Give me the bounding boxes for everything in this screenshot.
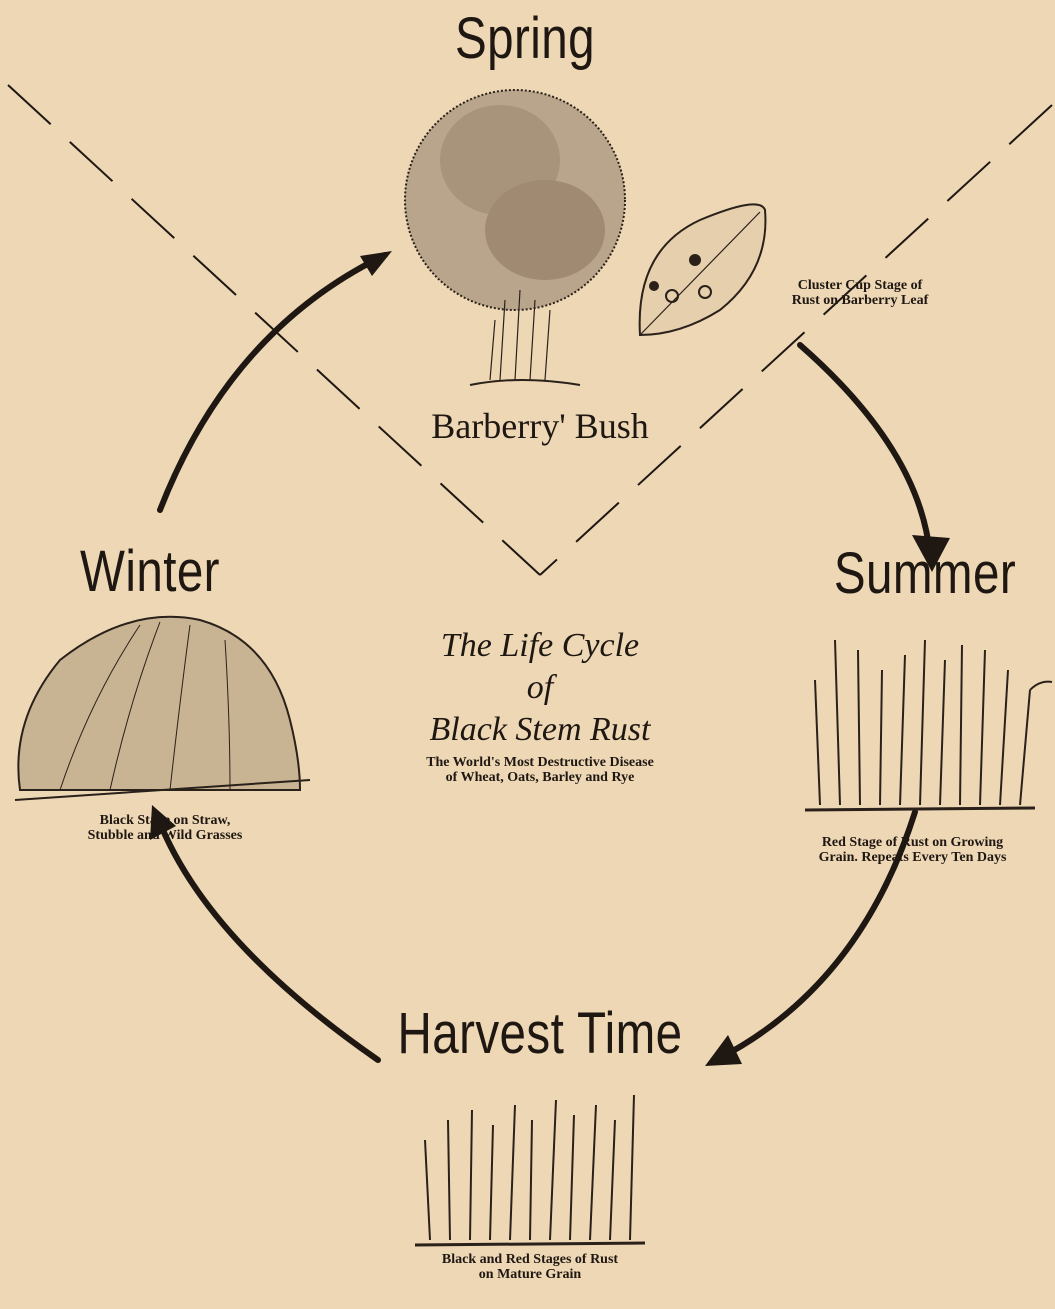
mature-grain-illustration (415, 1095, 645, 1245)
haystack-illustration (15, 617, 310, 800)
season-spring: Spring (423, 5, 628, 72)
title-line-2: of (340, 667, 740, 709)
barberry-bush-illustration (405, 90, 625, 385)
season-harvest-time: Harvest Time (368, 1000, 712, 1067)
caption-mature-grain-line2: on Mature Grain (390, 1267, 670, 1282)
caption-red-stage-line1: Red Stage of Rust on Growing (770, 835, 1055, 850)
title-line-3: Black Stem Rust (340, 709, 740, 751)
barberry-leaf-illustration (640, 204, 766, 335)
arrow-spring-to-summer (800, 345, 930, 555)
arrowhead-spring (360, 251, 392, 276)
diagram-title-block: The Life Cycle of Black Stem Rust The Wo… (340, 625, 740, 785)
caption-black-stage-line2: Stubble and Wild Grasses (30, 828, 300, 843)
arrow-winter-to-spring (160, 255, 385, 510)
caption-red-stage: Red Stage of Rust on Growing Grain. Repe… (770, 835, 1055, 865)
caption-red-stage-line2: Grain. Repeats Every Ten Days (770, 850, 1055, 865)
season-summer: Summer (806, 540, 1044, 607)
label-barberry-bush: Barberry' Bush (380, 405, 700, 447)
caption-cluster-cup: Cluster Cup Stage of Rust on Barberry Le… (735, 278, 985, 308)
caption-cluster-cup-line1: Cluster Cup Stage of (735, 278, 985, 293)
subtitle-line-2: of Wheat, Oats, Barley and Rye (340, 770, 740, 785)
growing-grain-illustration (805, 640, 1052, 810)
caption-black-stage: Black Stage on Straw, Stubble and Wild G… (30, 813, 300, 843)
caption-cluster-cup-line2: Rust on Barberry Leaf (735, 293, 985, 308)
season-winter: Winter (52, 538, 249, 605)
subtitle-line-1: The World's Most Destructive Disease (340, 755, 740, 770)
title-line-1: The Life Cycle (340, 625, 740, 667)
caption-mature-grain: Black and Red Stages of Rust on Mature G… (390, 1252, 670, 1282)
caption-mature-grain-line1: Black and Red Stages of Rust (390, 1252, 670, 1267)
caption-black-stage-line1: Black Stage on Straw, (30, 813, 300, 828)
arrow-harvest-to-winter (158, 818, 378, 1060)
